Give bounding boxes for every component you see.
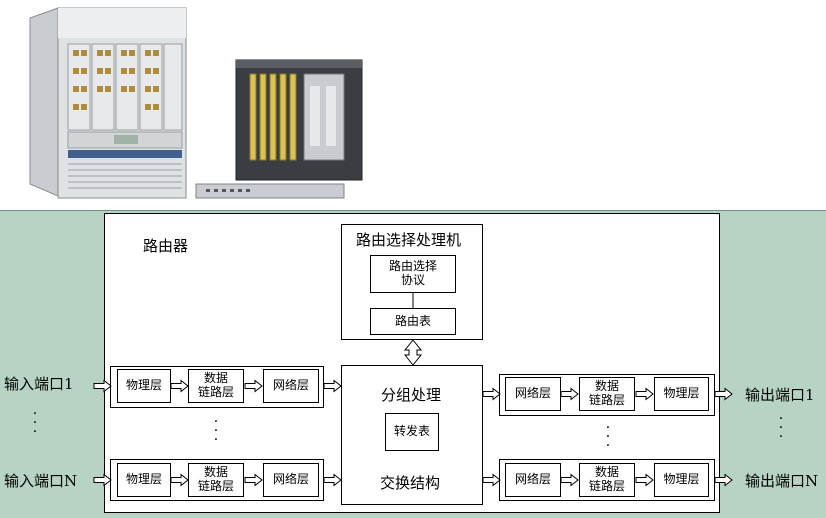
layer-label: 物理层 bbox=[663, 386, 700, 401]
output-n-network-layer: 网络层 bbox=[505, 463, 561, 497]
arrow-output-n-out bbox=[714, 474, 733, 486]
layer-label: 物理层 bbox=[125, 472, 162, 487]
router-rack-photo bbox=[195, 59, 363, 199]
output-1-physical-layer: 物理层 bbox=[654, 377, 709, 411]
output-1-datalink-layer: 数据 链路层 bbox=[579, 377, 635, 411]
arrow-output-1-dl-phy bbox=[635, 388, 654, 400]
ellipsis-input-layers: · · · bbox=[213, 414, 219, 448]
layer-label: 网络层 bbox=[272, 472, 309, 487]
forwarding-table-box: 转发表 bbox=[385, 413, 439, 451]
layer-label: 数据 链路层 bbox=[197, 465, 234, 493]
arrow-input-1-dl-net bbox=[244, 380, 263, 392]
arrow-input-n-phy-dl bbox=[170, 474, 189, 486]
input-port-n-label: 输入端口N bbox=[4, 472, 78, 490]
routing-processor-title: 路由选择处理机 bbox=[356, 231, 462, 249]
layer-label: 数据 链路层 bbox=[197, 371, 234, 399]
arrow-switch-to-output-n bbox=[482, 474, 501, 486]
router-label: 路由器 bbox=[143, 237, 189, 255]
arrow-output-1-out bbox=[714, 388, 733, 400]
input-n-physical-layer: 物理层 bbox=[117, 463, 171, 497]
routing-table-label: 路由表 bbox=[394, 313, 431, 328]
forwarding-table-label: 转发表 bbox=[393, 424, 430, 439]
arrow-input-n-in bbox=[93, 474, 112, 486]
input-1-network-layer: 网络层 bbox=[263, 369, 319, 403]
input-port-1-label: 输入端口1 bbox=[4, 375, 74, 393]
output-port-1-label: 输出端口1 bbox=[745, 386, 815, 404]
output-port-n-label: 输出端口N bbox=[745, 472, 819, 490]
arrow-output-n-net-dl bbox=[560, 474, 579, 486]
switch-fabric-label: 交换结构 bbox=[380, 474, 441, 492]
routing-table-box: 路由表 bbox=[370, 308, 456, 335]
output-n-physical-layer: 物理层 bbox=[654, 463, 709, 497]
layer-label: 网络层 bbox=[514, 472, 551, 487]
arrow-input-n-to-switch bbox=[323, 474, 342, 486]
arrow-switch-to-output-1 bbox=[482, 388, 501, 400]
ellipsis-output-layers: · · · bbox=[605, 420, 611, 454]
arrow-output-1-net-dl bbox=[560, 388, 579, 400]
ellipsis-input-ports: · · · bbox=[32, 406, 38, 440]
input-n-datalink-layer: 数据 链路层 bbox=[188, 463, 244, 497]
packet-processing-label: 分组处理 bbox=[381, 386, 442, 404]
layer-label: 数据 链路层 bbox=[588, 465, 625, 493]
arrow-input-1-in bbox=[93, 380, 112, 392]
layer-label: 物理层 bbox=[663, 472, 700, 487]
layer-label: 物理层 bbox=[125, 378, 162, 393]
layer-label: 网络层 bbox=[272, 378, 309, 393]
routing-protocol-box: 路由选择 协议 bbox=[370, 255, 456, 293]
router-chassis-photo bbox=[29, 7, 187, 199]
arrow-output-n-dl-phy bbox=[635, 474, 654, 486]
arrow-input-1-phy-dl bbox=[170, 380, 189, 392]
output-n-datalink-layer: 数据 链路层 bbox=[579, 463, 635, 497]
arrow-input-n-dl-net bbox=[244, 474, 263, 486]
input-1-physical-layer: 物理层 bbox=[117, 369, 171, 403]
layer-label: 数据 链路层 bbox=[588, 379, 625, 407]
input-1-datalink-layer: 数据 链路层 bbox=[188, 369, 244, 403]
routing-protocol-label: 路由选择 协议 bbox=[388, 259, 437, 287]
layer-label: 网络层 bbox=[514, 386, 551, 401]
arrow-input-1-to-switch bbox=[323, 380, 342, 392]
processor-fabric-double-arrow bbox=[403, 339, 423, 366]
ellipsis-output-ports: · · · bbox=[778, 411, 784, 445]
input-n-network-layer: 网络层 bbox=[263, 463, 319, 497]
